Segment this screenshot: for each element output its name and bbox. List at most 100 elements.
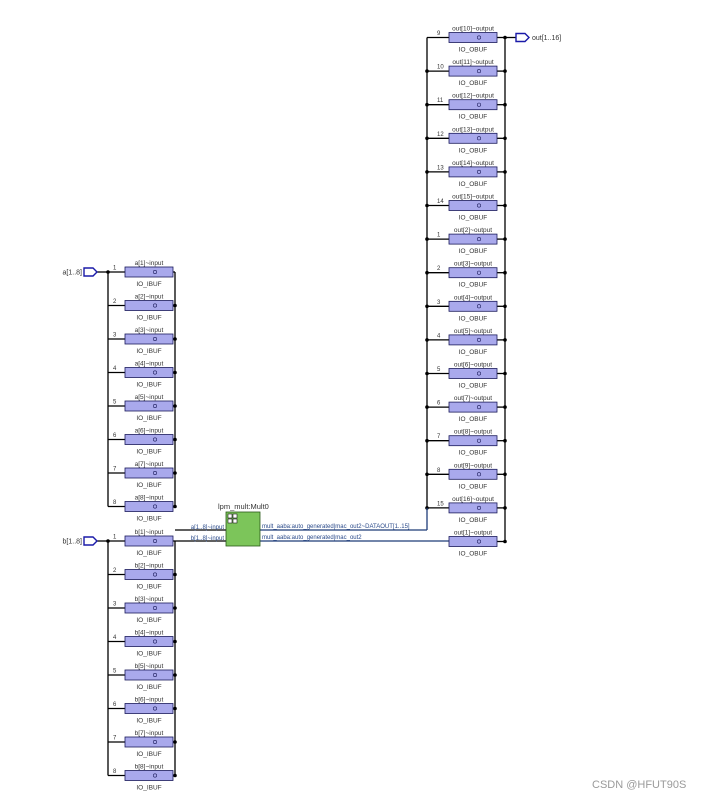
buffer-box[interactable] <box>448 32 498 43</box>
buffer-box[interactable] <box>448 233 498 245</box>
junction-dot <box>425 170 429 174</box>
buffer-box[interactable] <box>124 770 174 781</box>
buffer-box[interactable] <box>124 501 174 512</box>
buffer-box[interactable] <box>448 267 498 279</box>
junction-dot <box>425 203 429 208</box>
buffer-name-label: out[9]~output <box>454 462 492 469</box>
junction-dot <box>503 102 507 107</box>
buffer-box[interactable] <box>448 166 498 178</box>
buffer-box[interactable] <box>448 502 498 514</box>
a-input-port[interactable]: a[1..8] <box>63 267 98 277</box>
buffer-box[interactable] <box>448 99 498 111</box>
buffer-box[interactable] <box>448 65 498 77</box>
buffer-box[interactable] <box>124 669 174 681</box>
buffer-box[interactable] <box>124 467 174 479</box>
buffer-type-label: IO_IBUF <box>136 516 161 523</box>
port-shape[interactable] <box>83 536 98 546</box>
junction-dot <box>425 136 429 141</box>
buffer-pin-circle <box>153 672 158 677</box>
junction-dot <box>503 472 507 477</box>
buffer-box[interactable] <box>448 334 498 346</box>
buffer-box[interactable] <box>448 132 498 144</box>
buffer-box[interactable] <box>124 569 174 580</box>
buffer-box[interactable] <box>124 602 174 614</box>
grid-cell <box>227 513 233 519</box>
buffer-box[interactable] <box>448 435 498 447</box>
b-input-port[interactable]: b[1..8] <box>63 536 98 546</box>
grid-cell <box>227 518 233 524</box>
buffer-box[interactable] <box>448 401 498 413</box>
buffer-box[interactable] <box>124 703 174 714</box>
buffer-index-label: 15 <box>437 501 444 507</box>
buffer-box[interactable] <box>124 367 174 378</box>
buffer-box[interactable] <box>448 536 498 547</box>
buffer-name-label: b[4]~input <box>135 630 164 637</box>
buffer-pin-circle <box>476 505 481 510</box>
junction-dot <box>503 270 507 275</box>
buffer-box[interactable] <box>448 200 498 211</box>
buffer-box[interactable] <box>124 400 174 412</box>
buffer-index-label: 13 <box>437 165 444 171</box>
buffer-box[interactable] <box>448 368 498 379</box>
buffer-box[interactable] <box>124 535 174 547</box>
buffer-type-label: IO_IBUF <box>136 718 161 725</box>
buffer-box[interactable] <box>124 266 174 278</box>
out-output-port[interactable]: out[1..16] <box>515 32 561 43</box>
port-shape[interactable] <box>515 32 530 43</box>
junction-dot <box>425 472 429 477</box>
buffer-pin-circle <box>476 237 481 242</box>
buffer-pin-circle <box>153 470 158 475</box>
buffer-name-label: b[2]~input <box>135 563 164 570</box>
junction-dot <box>503 136 507 141</box>
buffer-box[interactable] <box>124 636 174 647</box>
grid-cell <box>232 513 238 519</box>
junction-dot <box>425 438 429 443</box>
junction-dot <box>173 370 177 375</box>
buffer-box[interactable] <box>124 300 174 311</box>
multiplier-block[interactable]: lpm_mult:Mult0a[1..8]~inputb[1..8]~input… <box>191 502 410 547</box>
buffer-box[interactable] <box>448 468 498 480</box>
mult-output-dataout-label: mult_aaba:auto_generated|mac_out2~DATAOU… <box>262 524 410 530</box>
port-shape[interactable] <box>83 267 98 277</box>
junction-dot <box>425 102 429 107</box>
junction-dot <box>425 338 429 342</box>
buffer-type-label: IO_IBUF <box>136 617 161 624</box>
buffer-box[interactable] <box>448 300 498 312</box>
buffer-box[interactable] <box>124 434 174 445</box>
buffer-box[interactable] <box>124 333 174 345</box>
buffer-box[interactable] <box>124 736 174 748</box>
junction-dot <box>503 338 507 342</box>
